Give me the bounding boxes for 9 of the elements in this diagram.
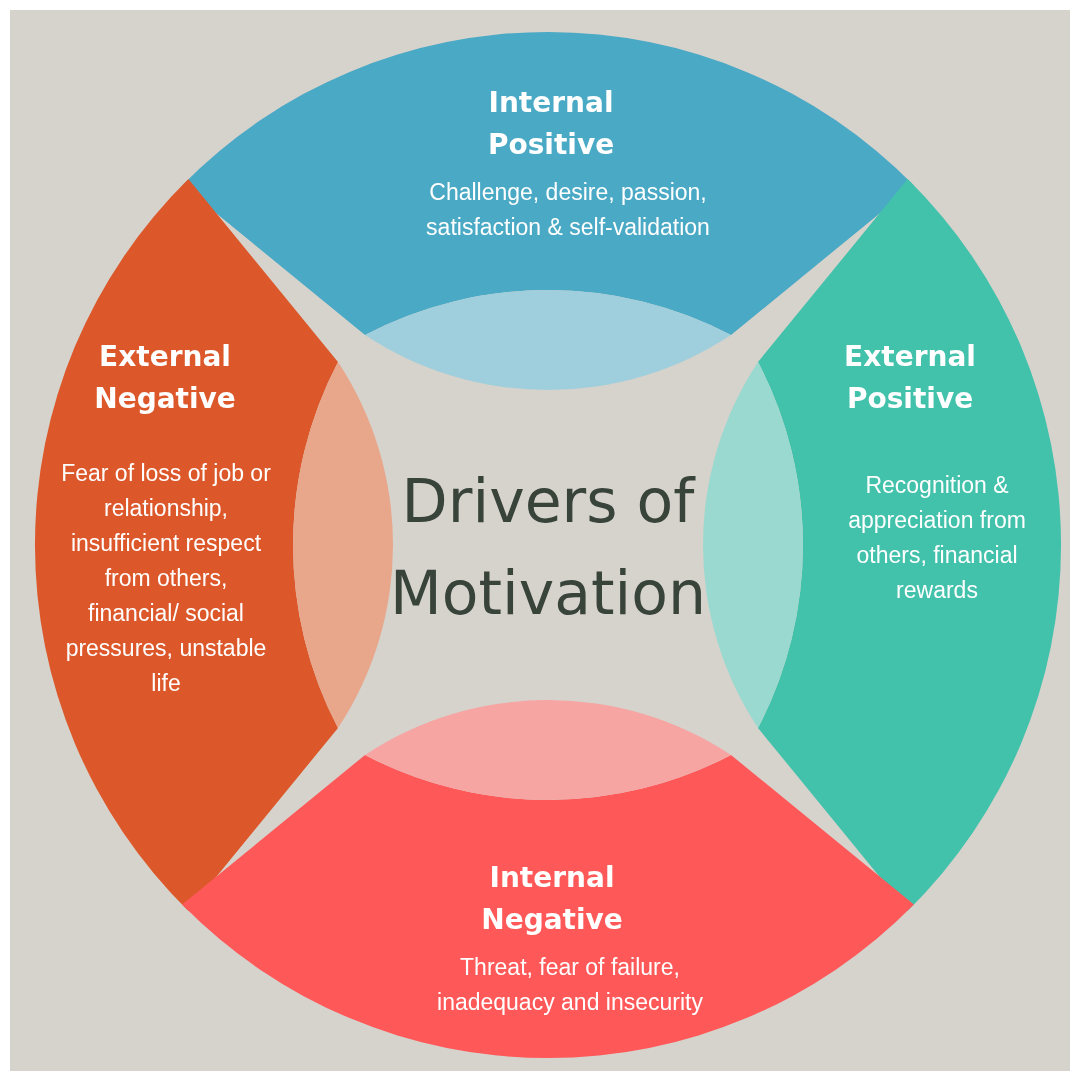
segment-description: Threat, fear of failure, inadequacy and insecurity (436, 953, 704, 1017)
segment-description: Recognition & appreciation from others, financial rewards (847, 471, 1027, 605)
segment-heading: External Positive (843, 339, 977, 417)
segment-heading: External Negative (93, 339, 237, 417)
segment-description: Fear of loss of job or relationship, insufficient respect from others, financial/ social pressures, unstable life (61, 459, 271, 698)
segment-heading: Internal Negative (480, 860, 624, 938)
title: Drivers of Motivation (389, 465, 707, 630)
segment-heading: Internal Positive (486, 85, 616, 163)
segment-description: Challenge, desire, passion, satisfaction & self-validation (425, 178, 711, 242)
